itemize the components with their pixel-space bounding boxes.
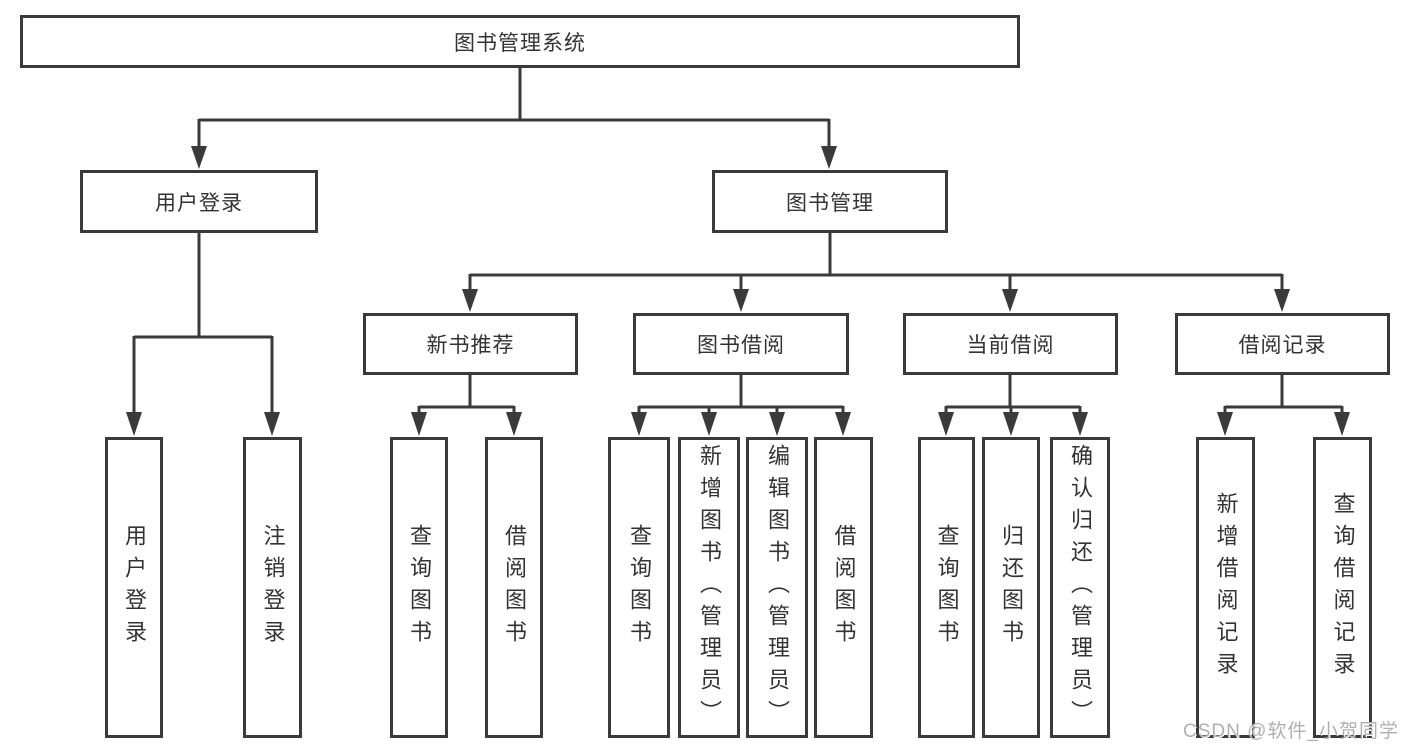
leaf-logout-label: 注销登录 — [260, 523, 286, 652]
connector-borrow-records-to-leaves — [1223, 373, 1344, 414]
node-new-book-recommend-label: 新书推荐 — [426, 334, 515, 357]
leaf-cb-confirm-return-admin-label: 确认归还（管理员） — [1068, 443, 1093, 732]
leaf-cb-confirm-return-admin: 确认归还（管理员） — [1050, 437, 1110, 738]
leaf-bb-edit-book-admin-label: 编辑图书（管理员） — [765, 443, 790, 732]
node-book-management: 图书管理 — [712, 170, 948, 233]
leaf-bb-edit-book-admin: 编辑图书（管理员） — [746, 437, 808, 738]
arrowheads — [126, 146, 1350, 436]
leaf-cb-query-book-label: 查询图书 — [934, 523, 960, 652]
leaf-user-login: 用户登录 — [105, 437, 163, 738]
leaf-nbr-query-book: 查询图书 — [390, 437, 448, 738]
node-current-borrow-label: 当前借阅 — [966, 334, 1055, 357]
leaf-bb-borrow-book: 借阅图书 — [814, 437, 873, 738]
node-book-borrow-label: 图书借阅 — [697, 334, 785, 357]
node-user-login-label: 用户登录 — [155, 191, 243, 215]
leaf-cb-query-book: 查询图书 — [918, 437, 975, 738]
leaf-br-add-record: 新增借阅记录 — [1196, 437, 1255, 738]
leaf-br-query-record: 查询借阅记录 — [1313, 437, 1372, 738]
leaf-nbr-query-book-label: 查询图书 — [407, 523, 432, 652]
node-borrow-records-label: 借阅记录 — [1238, 334, 1327, 357]
node-root-system: 图书管理系统 — [20, 15, 1020, 68]
leaf-br-add-record-label: 新增借阅记录 — [1213, 491, 1239, 684]
leaf-user-login-label: 用户登录 — [122, 523, 147, 652]
leaf-cb-return-book-label: 归还图书 — [999, 523, 1024, 652]
leaf-cb-return-book: 归还图书 — [982, 437, 1040, 738]
leaf-bb-query-book: 查询图书 — [608, 437, 670, 738]
connector-book-management-to-level3 — [468, 231, 1284, 291]
node-borrow-records: 借阅记录 — [1175, 313, 1390, 375]
node-book-borrow: 图书借阅 — [633, 313, 849, 375]
leaf-nbr-borrow-book-label: 借阅图书 — [502, 523, 527, 652]
leaf-bb-add-book-admin: 新增图书（管理员） — [678, 437, 740, 738]
node-new-book-recommend: 新书推荐 — [363, 313, 578, 375]
leaf-bb-add-book-admin-label: 新增图书（管理员） — [697, 443, 722, 732]
leaf-br-query-record-label: 查询借阅记录 — [1330, 491, 1356, 684]
leaf-bb-query-book-label: 查询图书 — [627, 523, 652, 652]
connector-root-to-level2 — [197, 66, 831, 148]
watermark: CSDN @软件_小贺同学 — [1183, 721, 1399, 742]
connector-user-login-to-leaves — [132, 231, 274, 415]
leaf-bb-borrow-book-label: 借阅图书 — [831, 523, 857, 652]
connector-new-book-to-leaves — [417, 373, 516, 414]
node-book-management-label: 图书管理 — [786, 191, 874, 215]
node-user-login: 用户登录 — [80, 170, 318, 233]
node-root-label: 图书管理系统 — [454, 31, 586, 55]
connector-book-borrow-to-leaves — [637, 373, 845, 414]
connector-current-borrow-to-leaves — [944, 373, 1082, 414]
leaf-logout: 注销登录 — [243, 437, 302, 738]
node-current-borrow: 当前借阅 — [903, 313, 1118, 375]
leaf-nbr-borrow-book: 借阅图书 — [485, 437, 543, 738]
